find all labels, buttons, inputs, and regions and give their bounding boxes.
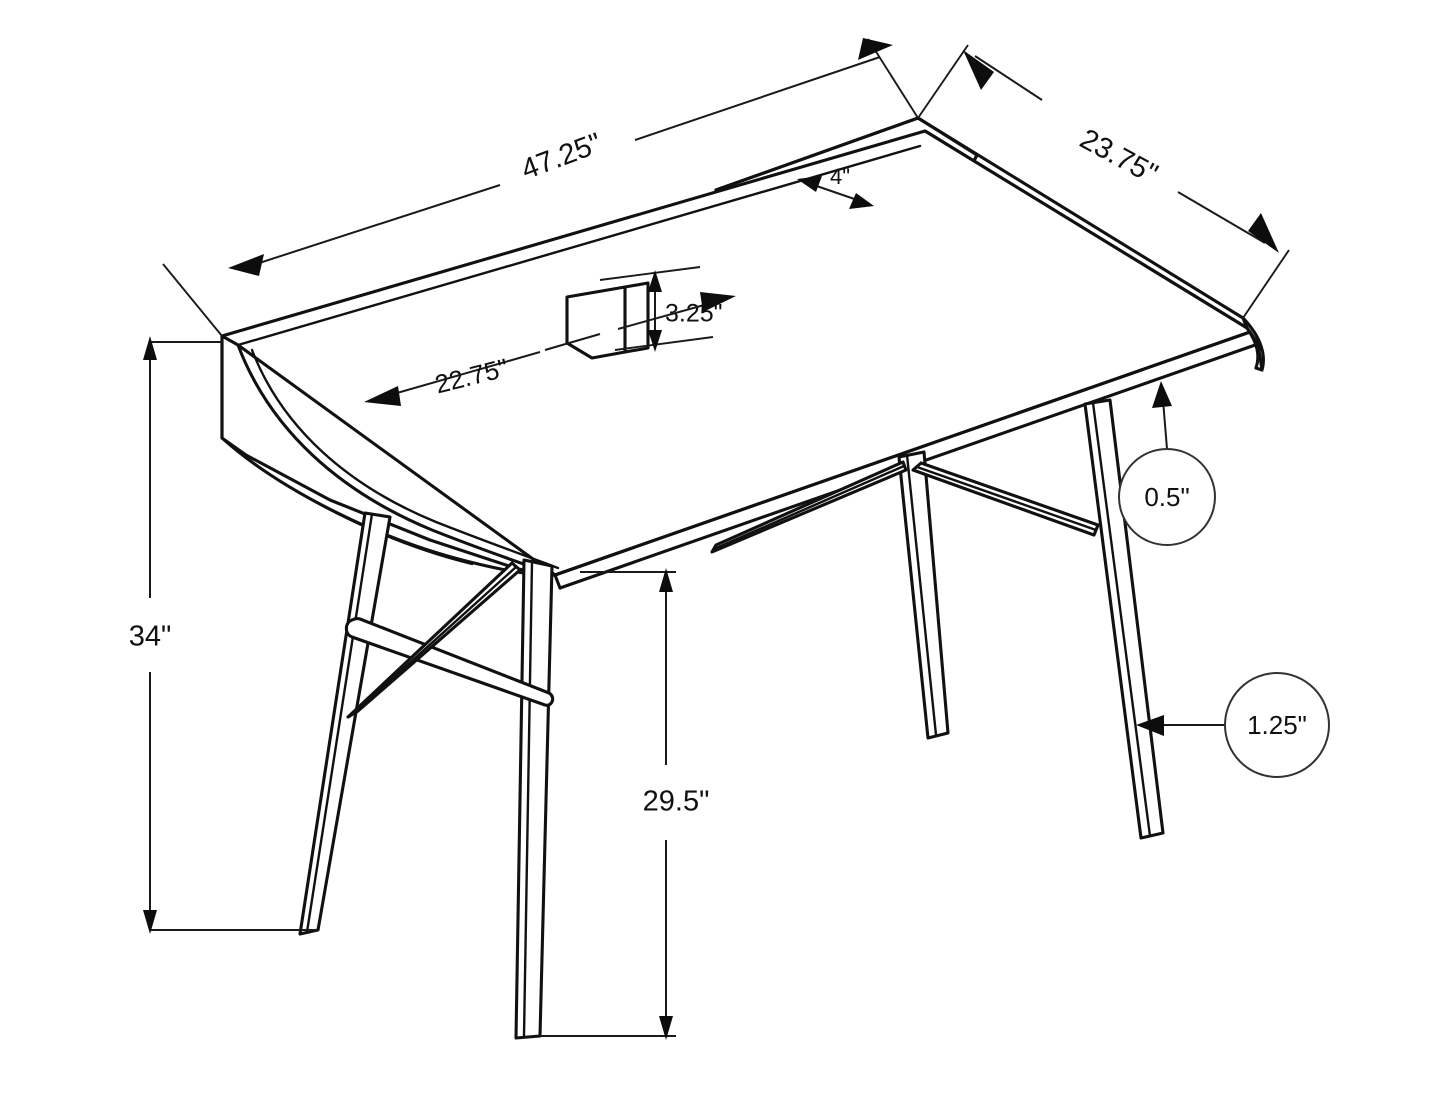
back-riser-top-edge	[916, 116, 1245, 320]
rear-right-leg-body	[1083, 398, 1165, 840]
rear-right-leg-inner-edge	[1091, 401, 1152, 838]
callout-top-thickness: 0.5"	[1118, 381, 1216, 546]
dimension-label-shelf-opening: 4"	[830, 164, 850, 189]
depth-arrow-top	[963, 50, 994, 90]
left-panel-bottom-curve-inner	[225, 440, 474, 566]
left-cross-brace	[344, 561, 555, 719]
depth-ext-line-bottom	[1242, 249, 1290, 319]
usable-depth-dim-line-left	[382, 351, 541, 398]
desk-top-left-corner-thickness	[553, 573, 562, 590]
left-brace-diagonal-inner	[351, 565, 518, 716]
depth-dim-line-top	[974, 55, 1043, 101]
shelf-clearance-arrow-top	[648, 270, 662, 292]
left-brace-horizontal-rail	[344, 617, 555, 707]
overall-height-arrow-top	[143, 336, 157, 360]
front-left-leg	[298, 511, 392, 936]
rear-right-leg	[1083, 398, 1165, 840]
front-left-leg-inner-edge	[305, 512, 374, 934]
usable-depth-dim-line-left2	[544, 333, 601, 351]
dimension-label-overall-height: 34"	[129, 621, 172, 653]
shelf-clearance-ext-top	[599, 266, 701, 281]
top-thickness-arrow	[1152, 381, 1172, 408]
bracket-side-face	[623, 281, 650, 354]
front-left-leg-body	[298, 511, 392, 936]
depth-ext-line-top	[917, 44, 969, 119]
rear-left-leg	[514, 558, 554, 1040]
right-panel-top-thickness	[1241, 316, 1249, 330]
callout-label-leg-thickness: 1.25"	[1247, 710, 1307, 740]
worksurface-height-arrow-top	[659, 568, 673, 592]
depth-arrow-bottom	[1248, 213, 1279, 253]
top-thickness-callout-circle	[1118, 448, 1216, 546]
left-side-panel	[220, 334, 560, 577]
usable-depth-arrow-left	[364, 386, 401, 406]
right-brace-lower-connector-inner	[712, 464, 906, 551]
leg-thickness-arrow	[1136, 715, 1164, 736]
width-arrow-right	[858, 38, 893, 60]
back-rail-top-back-edge	[714, 116, 920, 192]
dimension-label-overall-depth: 23.75"	[1075, 123, 1163, 191]
front-right-leg	[897, 450, 950, 740]
rear-left-leg-inner-edge	[522, 560, 534, 1038]
dimension-overall-height: 34"	[129, 336, 318, 934]
depth-dim-line-bottom	[1177, 191, 1266, 244]
width-ext-line-left	[162, 263, 223, 337]
right-cross-brace	[710, 460, 1100, 554]
dimension-shelf-opening: 4"	[797, 164, 874, 209]
left-panel-inner-curve-2	[250, 348, 560, 570]
worksurface-height-arrow-bottom	[659, 1016, 673, 1040]
shelf-clearance-ext-bottom	[614, 336, 714, 351]
usable-depth-dim-line-right	[617, 301, 716, 330]
rear-left-leg-body	[514, 558, 554, 1040]
shelf-opening-arrow-left	[797, 176, 822, 192]
bracket-front-face	[565, 285, 627, 360]
leg-thickness-callout-circle	[1224, 672, 1330, 778]
dimension-label-overall-width: 47.25"	[517, 127, 606, 186]
desk-top-front-edge	[553, 330, 1252, 577]
dimension-worksurface-height: 29.5"	[540, 568, 709, 1040]
top-thickness-leader-line	[1162, 399, 1168, 450]
width-ext-line-right	[867, 38, 919, 119]
front-right-leg-body	[897, 450, 950, 740]
width-dim-line-left	[252, 184, 501, 266]
width-arrow-left	[228, 254, 264, 276]
right-brace-diagonal-inner	[915, 465, 1098, 532]
callout-label-top-thickness: 0.5"	[1144, 482, 1189, 512]
shelf-opening-arrow-right	[849, 193, 874, 209]
shelf-clearance-arrow-bottom	[648, 330, 662, 352]
overall-height-arrow-bottom	[143, 910, 157, 934]
dimension-label-worksurface-height: 29.5"	[643, 786, 710, 818]
width-dim-line-right	[634, 56, 881, 141]
front-right-leg-inner-edge	[905, 453, 938, 737]
right-side-panel	[1241, 316, 1265, 372]
usable-depth-arrow-right	[700, 292, 736, 312]
left-panel-inner-curve	[236, 343, 557, 577]
callout-leg-thickness: 1.25"	[1136, 672, 1330, 778]
right-panel-base-thickness	[1254, 366, 1264, 372]
desk-assembly	[220, 116, 1265, 1040]
right-panel-inner-curve	[1245, 326, 1260, 370]
